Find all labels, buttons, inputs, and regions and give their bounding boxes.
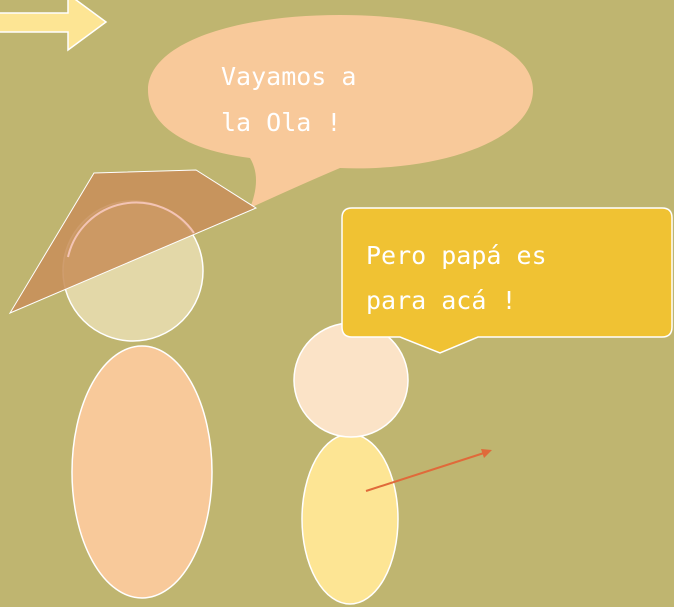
father-body: [71, 345, 213, 599]
father-speech-line-2: la Ola !: [221, 108, 341, 137]
father-head-highlight: [67, 201, 195, 258]
pointer-arrow: [365, 449, 492, 492]
child-head: [293, 322, 409, 438]
child-speech-callout: Pero papá es para acá !: [341, 207, 673, 354]
father-figure: [8, 169, 258, 599]
right-arrow-icon: [0, 0, 108, 52]
father-speech-line-1: Vayamos a: [221, 62, 356, 91]
father-hat: [8, 169, 258, 315]
father-speech-bubble: Vayamos a la Ola !: [148, 15, 533, 208]
child-speech-line-2: para acá !: [366, 286, 517, 315]
child-figure: [293, 322, 409, 605]
child-speech-line-1: Pero papá es: [366, 241, 547, 270]
child-body: [301, 433, 399, 605]
